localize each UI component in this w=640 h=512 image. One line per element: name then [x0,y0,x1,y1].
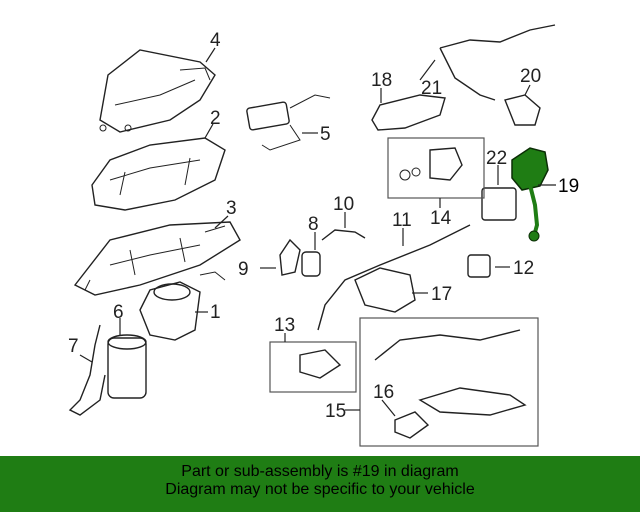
callout-9: 9 [238,259,249,280]
callout-7: 7 [68,336,79,357]
part-15-box [345,317,539,447]
part-20-drawing [504,84,541,126]
part-14-box [387,137,485,208]
banner-line-2: Diagram may not be specific to your vehi… [165,481,475,498]
part-3-drawing [73,215,241,296]
callout-21: 21 [421,78,442,99]
part-4-drawing [99,47,216,133]
part-17-drawing [354,267,428,313]
callout-14: 14 [430,208,452,229]
part-5-drawing [246,94,331,151]
part-7-drawing [68,324,106,416]
callout-17: 17 [431,284,452,305]
part-13-box [269,333,357,393]
callout-11: 11 [392,210,412,231]
callout-3: 3 [226,198,237,219]
info-banner: Part or sub-assembly is #19 in diagram D… [0,456,640,512]
callout-10: 10 [333,194,354,215]
callout-4: 4 [210,30,221,51]
callout-20: 20 [520,66,541,87]
banner-line-1: Part or sub-assembly is #19 in diagram [181,463,459,480]
part-9-drawing [260,238,301,276]
part-12-drawing [467,254,510,278]
part-21-drawing [419,24,556,101]
callout-19: 19 [558,176,579,197]
callout-8: 8 [308,214,319,235]
part-19-highlighted [511,147,556,242]
part-2-drawing [91,123,226,211]
callout-6: 6 [113,302,124,323]
callout-2: 2 [210,108,221,129]
part-6-drawing [107,318,147,399]
part-1-drawing [139,271,226,341]
callout-12: 12 [513,258,534,279]
callout-1: 1 [210,302,221,323]
callout-13: 13 [274,315,295,336]
part-8-drawing [301,232,321,277]
callout-18: 18 [371,70,392,91]
callout-15: 15 [325,401,346,422]
parts-diagram: 4 2 3 1 6 7 5 9 8 10 11 12 17 18 21 20 2… [68,24,579,447]
callout-5: 5 [320,124,331,145]
part-22-drawing [481,165,517,221]
part-11-drawing [317,224,471,331]
part-10-drawing [321,212,366,241]
callout-16: 16 [373,382,394,403]
part-16-drawing [381,399,430,439]
callout-22: 22 [486,148,507,169]
part-18-drawing [371,88,446,131]
